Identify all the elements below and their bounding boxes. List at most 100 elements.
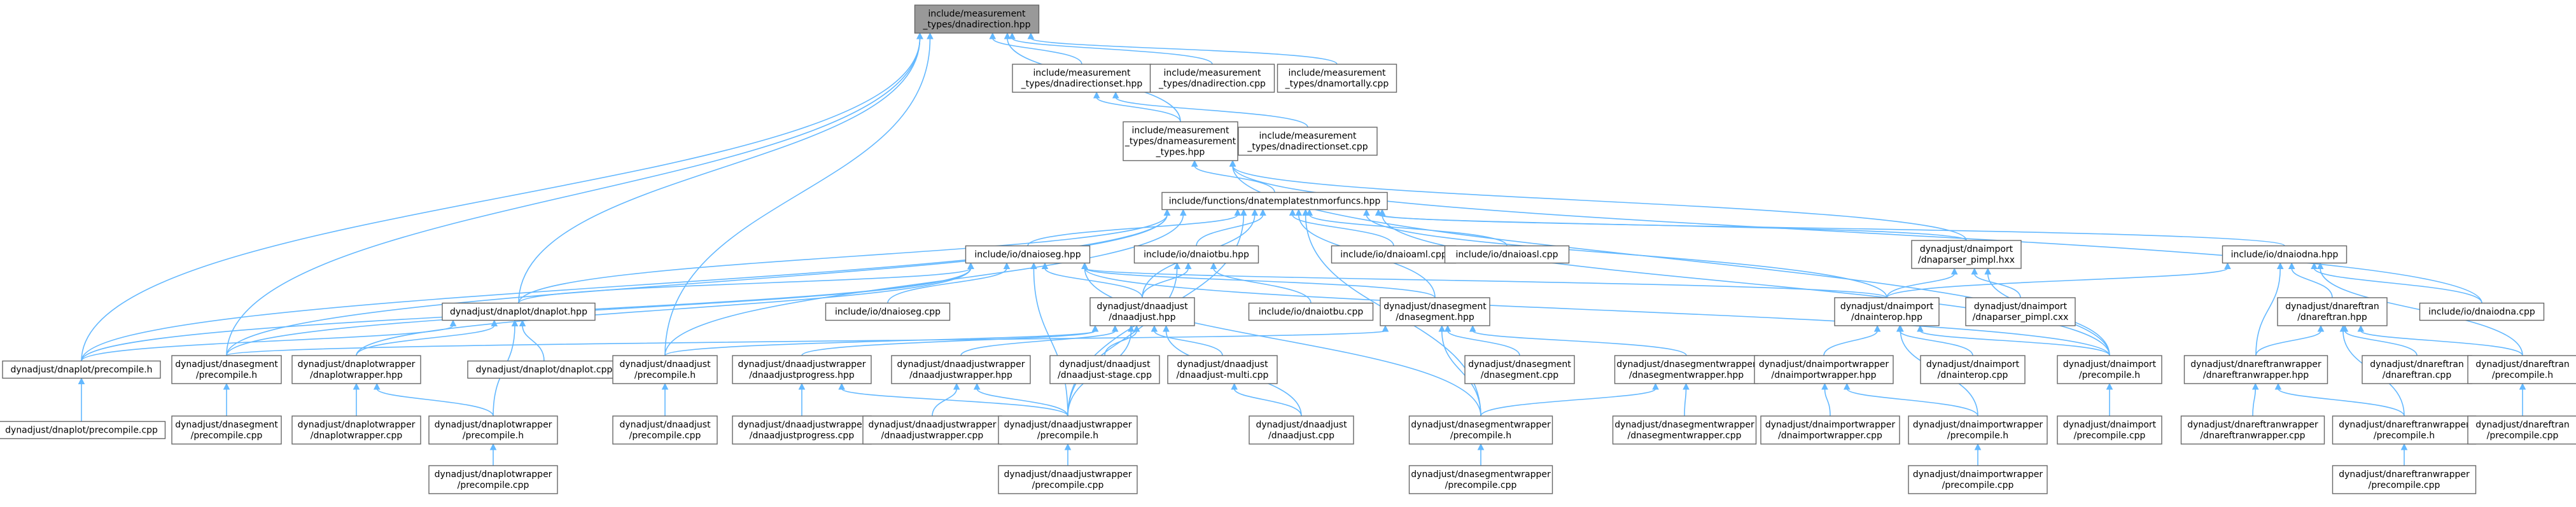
edge-arrowhead xyxy=(1030,262,1037,269)
file-node-segwrap-pch-h[interactable]: dynadjust/dnasegmentwrapper/precompile.h xyxy=(1408,415,1553,445)
edge-segment-pch-h-to-root xyxy=(226,38,921,356)
file-node-templates-hpp[interactable]: include/functions/dnatemplatestnmorfuncs… xyxy=(1161,191,1388,211)
node-label-line: _types/dnadirectionset.hpp xyxy=(1021,79,1143,89)
file-node-reftran-hpp[interactable]: dynadjust/dnareftran/dnareftran.hpp xyxy=(2277,297,2388,326)
file-node-interop-cpp[interactable]: dynadjust/dnaimport/dnainterop.cpp xyxy=(1920,355,2026,384)
file-node-adjust-pch-h[interactable]: dynadjust/dnaadjust/precompile.h xyxy=(612,355,718,384)
file-node-segment-pch-cpp[interactable]: dynadjust/dnasegment/precompile.cpp xyxy=(171,415,282,445)
edge-plotwrap-pch-h-to-plotwrap-hpp xyxy=(376,388,494,417)
file-node-iodna-cpp[interactable]: include/io/dnaiodna.cpp xyxy=(2419,302,2545,321)
file-node-ioadna-hpp[interactable]: include/io/dnaiodna.hpp xyxy=(2222,245,2348,264)
file-node-impwrap-cpp[interactable]: dynadjust/dnaimportwrapper/dnaimportwrap… xyxy=(1760,415,1900,445)
node-box xyxy=(1911,240,2022,269)
node-label-line: /dnaplotwrapper.hpp xyxy=(310,370,403,380)
edge-arrowhead xyxy=(2316,262,2324,269)
node-label-line: /precompile.h xyxy=(2079,370,2140,380)
file-node-segwrap-hpp[interactable]: dynadjust/dnasegmentwrapper/dnasegmentwr… xyxy=(1614,355,1759,384)
file-node-plotwrap-cpp[interactable]: dynadjust/dnaplotwrapper/dnaplotwrapper.… xyxy=(291,415,421,445)
edge-arrowhead xyxy=(953,382,960,390)
file-node-segment-pch-h[interactable]: dynadjust/dnasegment/precompile.h xyxy=(171,355,282,384)
file-node-refwrap-pch-h[interactable]: dynadjust/dnareftranwrapper/precompile.h xyxy=(2332,415,2477,445)
node-box xyxy=(1249,415,1354,445)
edge-plot-cpp-to-plot-hpp xyxy=(522,325,545,361)
file-node-parser-cxx[interactable]: dynadjust/dnaimport/dnaparser_pimpl.cxx xyxy=(1965,297,2076,326)
node-box xyxy=(2180,415,2325,445)
node-box xyxy=(732,415,872,445)
node-box xyxy=(1133,245,1259,264)
node-label-line: dynadjust/dnasegment xyxy=(175,420,278,430)
node-box xyxy=(2277,297,2388,326)
node-label-line: /precompile.h xyxy=(196,370,257,380)
file-node-dirset-hpp[interactable]: include/measurement_types/dnadirectionse… xyxy=(1012,64,1152,93)
file-node-ioseg-hpp[interactable]: include/io/dnaioseg.hpp xyxy=(965,245,1091,264)
file-node-reftran-cpp[interactable]: dynadjust/dnareftran/dnareftran.cpp xyxy=(2362,355,2472,384)
file-node-mortally-cpp[interactable]: include/measurement_types/dnamortally.cp… xyxy=(1277,64,1397,93)
file-node-adjust-hpp[interactable]: dynadjust/dnaadjust/dnaadjust.hpp xyxy=(1089,297,1195,326)
file-node-import-pch-h[interactable]: dynadjust/dnaimport/precompile.h xyxy=(2057,355,2162,384)
file-node-dir-cpp[interactable]: include/measurement_types/dnadirection.c… xyxy=(1149,64,1275,93)
edge-arrowhead xyxy=(1289,209,1296,216)
edge-arrowhead xyxy=(1064,443,1072,450)
node-label-line: /dnareftranwrapper.hpp xyxy=(2203,370,2309,380)
file-node-plot-pch-cpp[interactable]: dynadjust/dnaplot/precompile.cpp xyxy=(0,420,166,440)
file-node-segwrap-cpp[interactable]: dynadjust/dnasegmentwrapper/dnasegmentwr… xyxy=(1612,415,1757,445)
file-node-plotwrap-pch-h[interactable]: dynadjust/dnaplotwrapper/precompile.h xyxy=(428,415,558,445)
node-label-line: dynadjust/dnaimport xyxy=(2063,420,2157,430)
node-label-line: include/io/dnaioseg.cpp xyxy=(835,307,941,317)
file-node-plot-cpp[interactable]: dynadjust/dnaplot/dnaplot.cpp xyxy=(467,360,621,379)
file-node-adjwrap-pch-cpp[interactable]: dynadjust/dnaadjustwrapper/precompile.cp… xyxy=(998,465,1138,494)
edge-arrowhead xyxy=(519,319,526,326)
edge-impwrap-cpp-to-impwrap-hpp xyxy=(1824,388,1831,417)
file-node-adjust-pch-cpp[interactable]: dynadjust/dnaadjust/precompile.cpp xyxy=(612,415,718,445)
file-node-segment-cpp[interactable]: dynadjust/dnasegment/dnasegment.cpp xyxy=(1464,355,1575,384)
file-node-parser-hxx[interactable]: dynadjust/dnaimport/dnaparser_pimpl.hxx xyxy=(1911,240,2022,269)
file-node-segwrap-pch-cpp[interactable]: dynadjust/dnasegmentwrapper/precompile.c… xyxy=(1408,465,1553,494)
edge-interop-cpp-to-interop-hpp xyxy=(1899,330,1973,356)
file-node-reftran-pch-h[interactable]: dynadjust/dnareftran/precompile.h xyxy=(2467,355,2576,384)
edge-segment-pch-h-to-segment-hpp xyxy=(226,330,1386,356)
file-node-impwrap-pch-h[interactable]: dynadjust/dnaimportwrapper/precompile.h xyxy=(1908,415,2048,445)
file-node-iotbu-hpp[interactable]: include/io/dnaiotbu.hpp xyxy=(1133,245,1259,264)
edge-arrowhead xyxy=(1950,267,1958,275)
file-node-impwrap-pch-cpp[interactable]: dynadjust/dnaimportwrapper/precompile.cp… xyxy=(1908,465,2048,494)
file-node-segment-hpp[interactable]: dynadjust/dnasegment/dnasegment.hpp xyxy=(1380,297,1490,326)
edge-arrowhead xyxy=(2311,262,2318,269)
file-node-dirset-cpp[interactable]: include/measurement_types/dnadirectionse… xyxy=(1238,127,1378,156)
file-node-meas-types-hpp[interactable]: include/measurement_types/dnameasurement… xyxy=(1123,121,1238,162)
node-box xyxy=(1760,415,1900,445)
file-node-adjust-cpp[interactable]: dynadjust/dnaadjust/dnaadjust.cpp xyxy=(1249,415,1354,445)
edge-adjwrap-cpp-to-adjwrap-hpp xyxy=(932,388,958,417)
file-node-ioaml-cpp[interactable]: include/io/dnaioaml.cpp xyxy=(1331,245,1457,264)
node-box xyxy=(1834,297,1940,326)
file-node-plot-pch-h[interactable]: dynadjust/dnaplot/precompile.h xyxy=(2,360,161,379)
file-node-reftran-pch-cpp[interactable]: dynadjust/dnareftran/precompile.cpp xyxy=(2467,415,2576,445)
edge-segment-hpp-to-ioseg-hpp xyxy=(1084,267,1436,298)
file-node-ioasl-cpp[interactable]: include/io/dnaioasl.cpp xyxy=(1444,245,1570,264)
file-node-refwrap-hpp[interactable]: dynadjust/dnareftranwrapper/dnareftranwr… xyxy=(2183,355,2328,384)
file-node-plotwrap-pch-cpp[interactable]: dynadjust/dnaplotwrapper/precompile.cpp xyxy=(428,465,558,494)
edge-arrowhead xyxy=(1191,160,1198,167)
file-node-import-pch-cpp[interactable]: dynadjust/dnaimport/precompile.cpp xyxy=(2057,415,2162,445)
file-node-refwrap-pch-cpp[interactable]: dynadjust/dnareftranwrapper/precompile.c… xyxy=(2332,465,2477,494)
file-node-adjwrap-hpp[interactable]: dynadjust/dnaadjustwrapper/dnaadjustwrap… xyxy=(891,355,1031,384)
node-label-line: dynadjust/dnasegmentwrapper xyxy=(1614,420,1754,430)
file-node-adjwrap-prog-hpp[interactable]: dynadjust/dnaadjustwrapper/dnaadjustprog… xyxy=(732,355,872,384)
file-node-plot-hpp[interactable]: dynadjust/dnaplot/dnaplot.hpp xyxy=(442,302,596,321)
file-node-root[interactable]: include/measurement_types/dnadirection.h… xyxy=(914,4,1040,34)
file-node-adjust-multi-cpp[interactable]: dynadjust/dnaadjust/dnaadjust-multi.cpp xyxy=(1167,355,1278,384)
file-node-plotwrap-hpp[interactable]: dynadjust/dnaplotwrapper/dnaplotwrapper.… xyxy=(291,355,421,384)
file-node-ioseg-cpp[interactable]: include/io/dnaioseg.cpp xyxy=(825,302,951,321)
file-node-adjwrap-cpp[interactable]: dynadjust/dnaadjustwrapper/dnaadjustwrap… xyxy=(862,415,1002,445)
node-label-line: dynadjust/dnasegment xyxy=(1383,302,1487,312)
file-node-refwrap-cpp[interactable]: dynadjust/dnareftranwrapper/dnareftranwr… xyxy=(2180,415,2325,445)
file-node-adjwrap-pch-h[interactable]: dynadjust/dnaadjustwrapper/precompile.h xyxy=(998,415,1138,445)
file-node-impwrap-hpp[interactable]: dynadjust/dnaimportwrapper/dnaimportwrap… xyxy=(1754,355,1894,384)
edge-arrowhead xyxy=(373,382,381,390)
file-node-interop-hpp[interactable]: dynadjust/dnaimport/dnainterop.hpp xyxy=(1834,297,1940,326)
node-label-line: /dnaimportwrapper.cpp xyxy=(1778,431,1882,441)
edge-adjust-stage-cpp-to-adjust-hpp xyxy=(1104,330,1137,356)
file-node-adjwrap-prog-cpp[interactable]: dynadjust/dnaadjustwrapper/dnaadjustprog… xyxy=(732,415,872,445)
file-node-iotbu-cpp[interactable]: include/io/dnaiotbu.cpp xyxy=(1248,302,1374,321)
file-node-adjust-stage-cpp[interactable]: dynadjust/dnaadjust/dnaadjust-stage.cpp xyxy=(1049,355,1160,384)
edge-ioseg-cpp-to-ioseg-hpp xyxy=(887,268,1007,303)
